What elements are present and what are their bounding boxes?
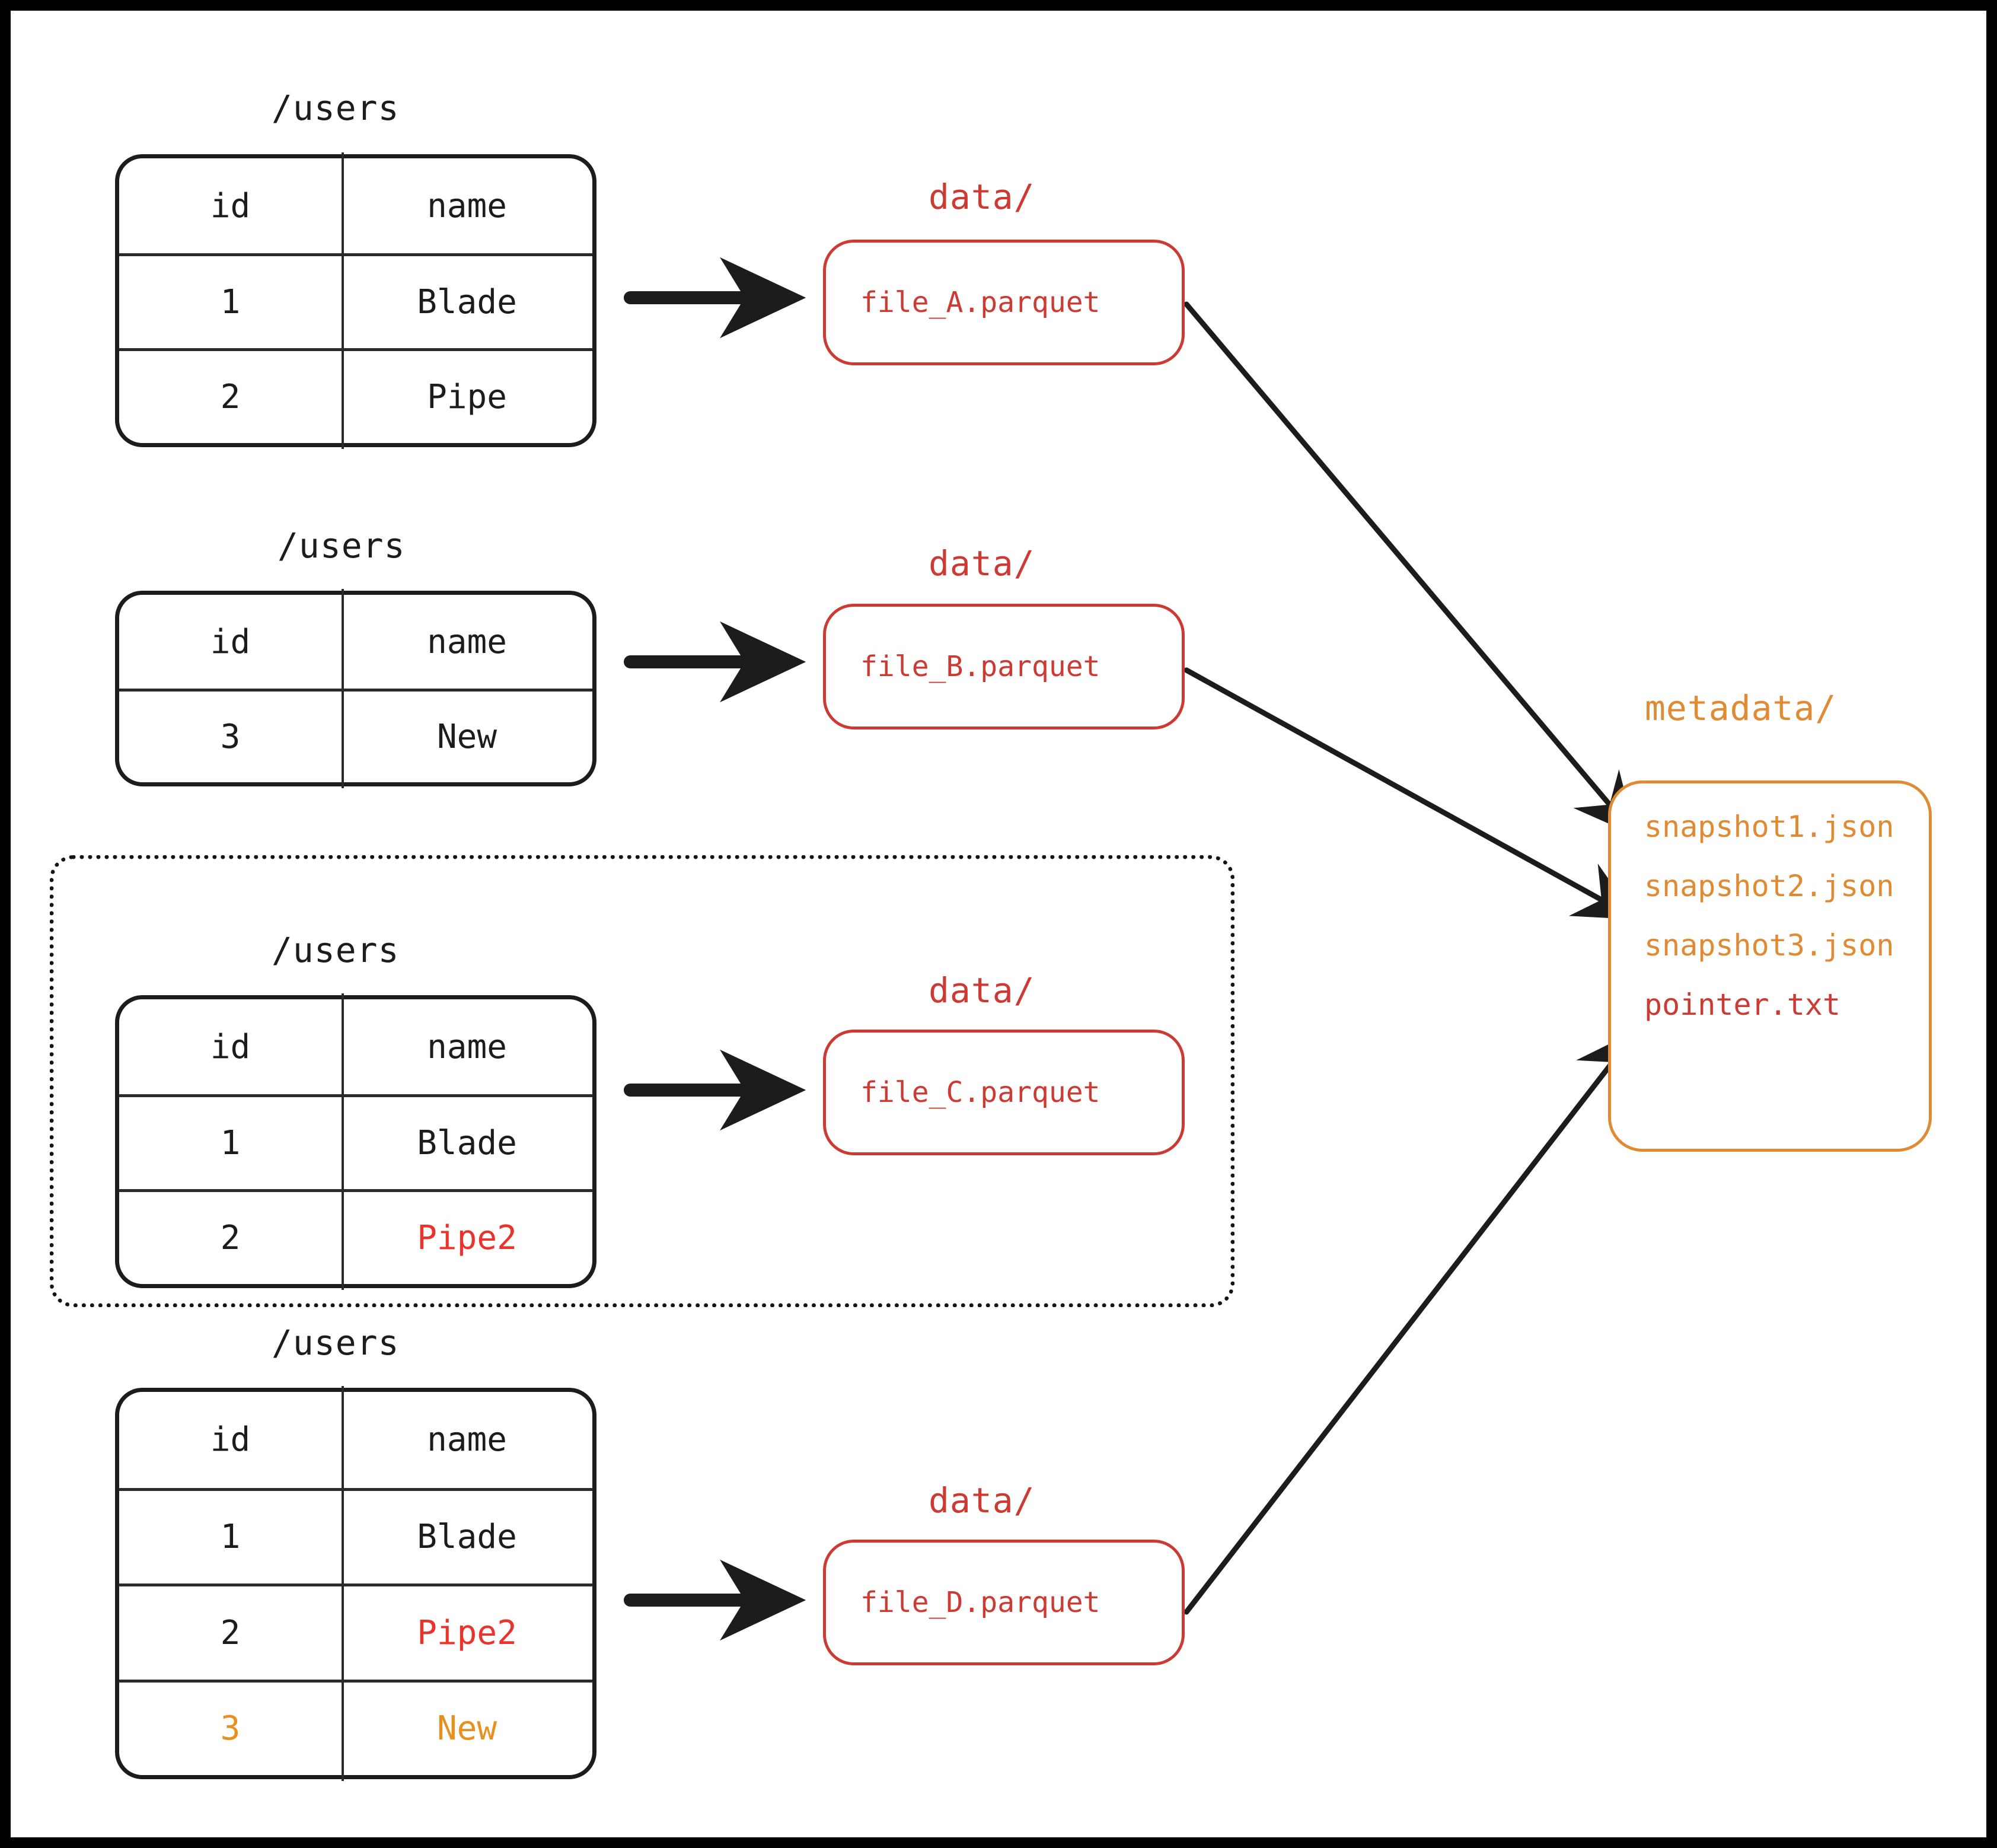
table-row: 2 Pipe2 [119, 1583, 592, 1680]
cell-name: Blade [417, 1518, 517, 1557]
cell-name: Blade [417, 283, 517, 322]
arrow-fileD-to-snapshot3 [1183, 1030, 1638, 1615]
metadata-item-snapshot2[interactable]: snapshot2.json [1644, 869, 1894, 903]
metadata-item-pointer[interactable]: pointer.txt [1644, 987, 1841, 1022]
cell-name: New [436, 1709, 497, 1748]
cell-name: Pipe2 [417, 1219, 517, 1258]
table-title-1: /users [272, 88, 400, 128]
cell-name: Blade [417, 1124, 517, 1163]
diagram-canvas: /users id name 1 Blade 2 Pipe data/ file… [11, 11, 1986, 1837]
header-id: id [210, 1420, 251, 1460]
parquet-file-box-D[interactable]: file_D.parquet [823, 1540, 1185, 1665]
table-title-3: /users [272, 930, 400, 970]
parquet-file-box-C[interactable]: file_C.parquet [823, 1030, 1185, 1155]
cell-id: 1 [220, 1124, 241, 1163]
header-name: name [427, 622, 507, 661]
data-dir-label-1: data/ [929, 177, 1035, 217]
table-row: 2 Pipe2 [119, 1189, 592, 1284]
header-id: id [210, 1027, 251, 1066]
header-id: id [210, 622, 251, 661]
column-divider [342, 993, 344, 1290]
data-dir-label-4: data/ [929, 1480, 1035, 1521]
table-header-row: id name [119, 1392, 592, 1488]
cell-name: New [436, 718, 497, 756]
table-row: 3 New [119, 689, 592, 782]
table-header-row: id name [119, 595, 592, 689]
users-table-1: id name 1 Blade 2 Pipe [115, 152, 596, 449]
cell-name: Pipe [427, 378, 507, 417]
table-row: 1 Blade [119, 1094, 592, 1189]
header-name: name [427, 186, 507, 225]
arrow-fileB-to-snapshot2 [1183, 667, 1637, 920]
grouped-snapshot-container [50, 855, 1234, 1307]
users-table-4: id name 1 Blade 2 Pipe2 3 New [115, 1386, 596, 1781]
metadata-item-snapshot3[interactable]: snapshot3.json [1644, 928, 1894, 963]
table-row: 1 Blade [119, 253, 592, 348]
users-table-3: id name 1 Blade 2 Pipe2 [115, 993, 596, 1290]
arrow-fileA-to-snapshot1 [1183, 301, 1636, 836]
table-row: 2 Pipe [119, 348, 592, 443]
metadata-item-snapshot1[interactable]: snapshot1.json [1644, 810, 1894, 844]
data-dir-label-3: data/ [929, 970, 1035, 1011]
cell-id: 3 [220, 718, 241, 756]
cell-name: Pipe2 [417, 1613, 517, 1652]
cell-id: 1 [220, 1518, 241, 1557]
header-id: id [210, 186, 251, 225]
metadata-dir-label: metadata/ [1645, 688, 1837, 728]
table-title-2: /users [277, 525, 406, 566]
table-header-row: id name [119, 158, 592, 253]
table-header-row: id name [119, 999, 592, 1094]
parquet-file-box-A[interactable]: file_A.parquet [823, 240, 1185, 365]
table-row: 1 Blade [119, 1487, 592, 1584]
cell-id: 2 [220, 1219, 241, 1258]
users-table-2: id name 3 New [115, 589, 596, 788]
header-name: name [427, 1027, 507, 1066]
parquet-file-box-B[interactable]: file_B.parquet [823, 604, 1185, 729]
table-row: 3 New [119, 1679, 592, 1776]
table-title-4: /users [272, 1323, 400, 1363]
metadata-box: snapshot1.json snapshot2.json snapshot3.… [1608, 780, 1932, 1152]
header-name: name [427, 1420, 507, 1460]
cell-id: 2 [220, 1613, 241, 1652]
cell-id: 3 [220, 1709, 241, 1748]
cell-id: 2 [220, 378, 241, 417]
column-divider [342, 152, 344, 449]
data-dir-label-2: data/ [929, 543, 1035, 584]
cell-id: 1 [220, 283, 241, 322]
